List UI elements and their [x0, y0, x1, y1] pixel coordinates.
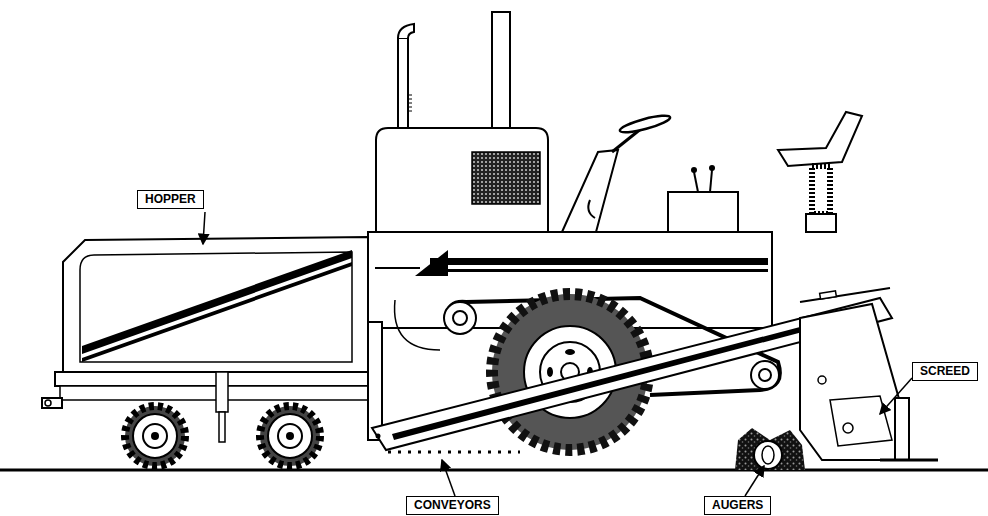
- body-stripe: [375, 267, 420, 269]
- body-stripe: [430, 269, 768, 272]
- ground-line: [0, 469, 988, 472]
- console-lever: [588, 200, 595, 218]
- part-label: CONVEYORS: [406, 496, 499, 515]
- lug-slot: [547, 367, 553, 377]
- chain-sprocket: [444, 302, 476, 334]
- screed-foot: [880, 459, 938, 462]
- cylinder-rod: [219, 412, 225, 442]
- asphalt-pile: [735, 428, 805, 470]
- air-stack: [492, 12, 510, 130]
- seat-base: [806, 214, 836, 232]
- hopper-stripe: [82, 262, 352, 362]
- exhaust-stack: [398, 38, 408, 130]
- hub-center: [286, 432, 294, 440]
- screed-end-plate: [895, 398, 909, 460]
- control-lever: [710, 170, 712, 192]
- hydraulic-cylinder: [216, 372, 228, 412]
- control-box: [668, 192, 738, 232]
- leader-line: [442, 460, 455, 496]
- body-stripe: [430, 258, 768, 265]
- part-label: HOPPER: [137, 190, 204, 209]
- body-stripe-triangle: [415, 250, 448, 276]
- screed-frame: [800, 304, 905, 460]
- wheel-hub: [278, 424, 302, 448]
- part-label: AUGERS: [704, 496, 771, 515]
- engine-grille: [472, 152, 540, 204]
- wheel-rim: [133, 414, 177, 458]
- lug-slot: [565, 349, 575, 355]
- engine-hood: [376, 128, 548, 232]
- conveyor-bolt: [376, 434, 381, 439]
- leader-line: [745, 466, 764, 496]
- chassis-rail: [60, 386, 370, 400]
- steering-wheel: [619, 112, 672, 135]
- hopper-wing: [63, 237, 368, 372]
- leader-line: [203, 212, 205, 244]
- part-label: SCREED: [912, 362, 978, 381]
- chain-sprocket: [751, 361, 779, 389]
- screed-bolt: [818, 376, 826, 384]
- steering-console: [562, 150, 618, 232]
- hub-center: [151, 432, 159, 440]
- hopper-stripe: [82, 250, 352, 354]
- auger: [754, 441, 782, 469]
- conveyor-chain: [388, 451, 520, 454]
- lever-knob: [709, 165, 715, 171]
- lever-knob: [691, 167, 697, 173]
- leader-line: [880, 378, 912, 414]
- front-tire: [125, 406, 185, 466]
- stack-notches: [408, 95, 412, 111]
- tow-hook: [42, 398, 62, 408]
- exhaust-tip: [398, 24, 414, 38]
- body-contour: [395, 300, 440, 350]
- wheel-rim: [268, 414, 312, 458]
- turnbuckle: [820, 291, 837, 299]
- auger-shaft: [762, 446, 774, 464]
- tow-pin: [45, 400, 51, 406]
- front-tire: [260, 406, 320, 466]
- screed-bolt: [843, 423, 853, 433]
- tension-rod: [800, 288, 890, 302]
- hopper-frame: [55, 372, 370, 386]
- operator-seat: [778, 112, 862, 166]
- wheel-hub: [143, 424, 167, 448]
- sprocket-hub: [453, 311, 467, 325]
- control-lever: [694, 172, 698, 192]
- sprocket-hub: [759, 369, 771, 381]
- seat-spring: [812, 166, 830, 214]
- screed-plate: [830, 396, 892, 446]
- front-post: [368, 322, 382, 440]
